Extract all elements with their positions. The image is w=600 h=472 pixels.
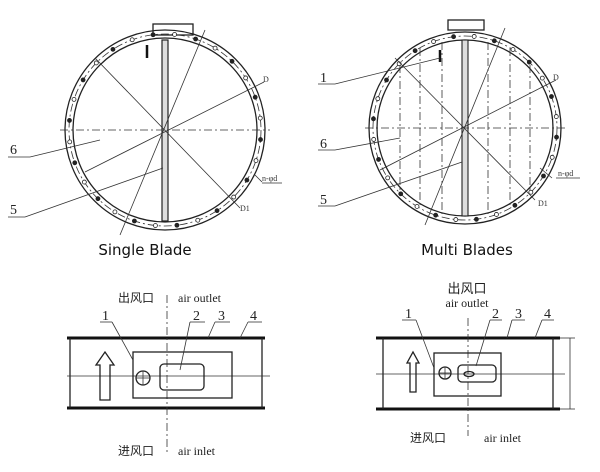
bolt-hole <box>384 77 389 83</box>
airflow-arrow-icon <box>94 350 116 401</box>
actuator-box <box>447 19 485 31</box>
bolt-hole <box>253 158 259 163</box>
label-6: 6 <box>10 143 17 158</box>
label-5: 5 <box>320 193 327 208</box>
bolt-circle <box>68 33 262 227</box>
bolt-hole <box>258 137 263 142</box>
bolt-hole <box>71 97 77 102</box>
actuator-device <box>159 363 205 391</box>
actuator-housing <box>132 351 233 399</box>
label-holes: n-φd <box>558 169 573 178</box>
inlet-label-cn: 进风口 <box>118 444 154 458</box>
bolt-hole <box>554 134 559 140</box>
bolt-hole <box>252 94 258 100</box>
part-4: 4 <box>250 309 257 324</box>
bolt-hole <box>371 137 377 142</box>
bolt-hole <box>398 191 404 197</box>
part-2: 2 <box>492 307 499 322</box>
bolt-hole <box>528 189 534 195</box>
bolt-hole <box>471 34 477 39</box>
inlet-label-en: air inlet <box>178 444 216 458</box>
bolt-hole <box>112 209 118 215</box>
label-5: 5 <box>10 203 17 218</box>
single-blade-front-view: 6 5 D D1 n-φd Single Blade <box>8 23 282 259</box>
bolt-hole <box>510 47 516 52</box>
label-d: D <box>263 75 269 84</box>
bolt-hole <box>132 218 137 224</box>
label-d1: D1 <box>538 199 548 208</box>
label-d1: D1 <box>240 204 250 213</box>
bolt-hole <box>453 217 459 222</box>
bolt-hole <box>512 202 518 208</box>
bolt-hole <box>93 60 99 66</box>
part-1: 1 <box>102 309 109 324</box>
bolt-hole <box>129 37 135 43</box>
bolt-hole <box>412 48 418 54</box>
bolt-hole <box>72 160 78 166</box>
bolt-hole <box>541 173 546 179</box>
bolt-hole <box>67 139 73 145</box>
bolt-hole <box>549 94 554 99</box>
bolt-hole <box>214 208 220 214</box>
caption-single-blade: Single Blade <box>98 241 191 259</box>
label-1: 1 <box>320 71 327 86</box>
bolt-hole <box>491 38 497 44</box>
part-2: 2 <box>193 309 200 324</box>
bolt-hole <box>212 45 218 51</box>
label-holes: n-φd <box>262 174 277 183</box>
label-6: 6 <box>320 137 327 152</box>
multi-blade-side-view: 出风口 air outlet 1 2 3 4 进风口 air inlet <box>376 282 575 445</box>
bolt-hole <box>193 36 198 42</box>
bolt-hole <box>553 114 559 119</box>
part-3: 3 <box>218 309 225 324</box>
bolt-hole <box>549 154 555 160</box>
airflow-arrow-icon <box>405 350 421 393</box>
bolt-hole <box>494 212 499 217</box>
single-blade-side-view: 出风口 air outlet 1 2 3 4 进风口 air inlet <box>67 291 270 458</box>
outlet-label-cn: 出风口 <box>447 282 486 297</box>
bolt-hole <box>257 115 263 121</box>
bolt-hole <box>385 175 391 181</box>
bolt-hole <box>375 96 381 102</box>
multi-blade-front-view: 1 6 5 D D1 n-φd Multi Blades <box>318 19 580 259</box>
bolt-hole <box>243 75 249 81</box>
bolt-hole <box>526 59 532 65</box>
bolt-hole <box>474 216 479 222</box>
bolt-hole <box>414 204 420 209</box>
part-4: 4 <box>544 307 551 322</box>
bolt-holes <box>371 34 559 222</box>
bolt-hole <box>110 46 116 52</box>
bolt-hole <box>81 179 87 185</box>
bolt-hole <box>244 177 250 183</box>
part-3: 3 <box>515 307 522 322</box>
bolt-hole <box>376 157 381 162</box>
inlet-label-cn: 进风口 <box>410 431 446 445</box>
bolt-hole <box>431 39 436 44</box>
outlet-label-cn: 出风口 <box>118 291 154 305</box>
bolt-hole <box>539 75 545 81</box>
bolt-hole <box>174 222 180 228</box>
outlet-label-en: air outlet <box>178 291 222 305</box>
bolt-hole <box>433 212 439 218</box>
bolt-hole <box>153 223 158 228</box>
actuator-housing <box>433 352 502 397</box>
inlet-label-en: air inlet <box>484 431 522 445</box>
bolt-hole <box>371 116 376 122</box>
caption-multi-blades: Multi Blades <box>421 241 513 259</box>
part-1: 1 <box>405 307 412 322</box>
bolt-holes <box>67 32 263 228</box>
bolt-hole <box>150 32 156 38</box>
bolt-hole <box>451 34 456 40</box>
bolt-hole <box>231 194 237 200</box>
bolt-hole <box>67 118 72 123</box>
bolt-hole <box>95 196 101 202</box>
outlet-label-en: air outlet <box>446 296 490 310</box>
bolt-hole <box>229 58 235 64</box>
bolt-hole <box>172 32 177 37</box>
label-d: D <box>553 73 559 82</box>
bolt-hole <box>195 217 201 223</box>
actuator-device <box>457 364 497 383</box>
bolt-hole <box>80 77 86 83</box>
